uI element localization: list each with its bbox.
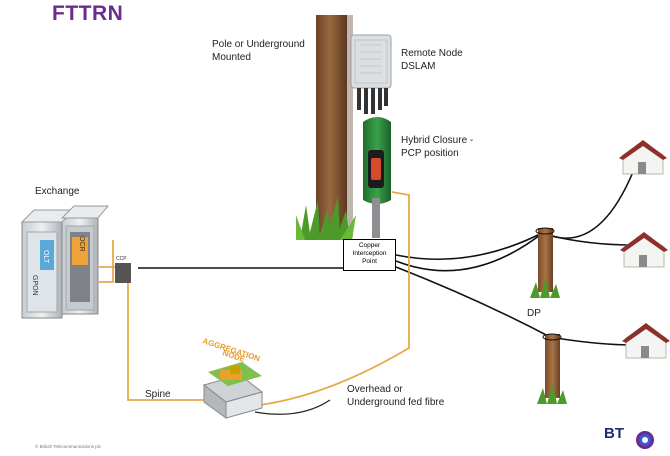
bt-brand-text: BT <box>604 425 624 442</box>
main-pole <box>316 15 353 237</box>
pole-mounted-label: Pole or Underground Mounted <box>212 39 305 63</box>
spine-label: Spine <box>145 389 171 400</box>
copper-interception-point: Copper Interception Point <box>343 239 396 271</box>
remote-node-dslam <box>350 34 392 114</box>
house-bottom <box>622 323 670 359</box>
fibre-lines <box>99 191 410 406</box>
house-top <box>619 140 667 175</box>
page-title: FTTRN <box>52 2 124 25</box>
bt-globe-logo <box>636 431 654 449</box>
exchange-label: Exchange <box>35 186 80 197</box>
exchange-cabinet <box>20 205 131 319</box>
remote-node-label: Remote Node DSLAM <box>401 48 463 72</box>
dp-pole-upper <box>530 227 560 298</box>
house-middle <box>620 232 668 268</box>
dp-pole-lower <box>537 333 567 404</box>
aggregation-node <box>202 362 264 419</box>
hybrid-closure-label: Hybrid Closure - PCP position <box>401 135 474 159</box>
dp-label: DP <box>527 308 541 319</box>
hybrid-closure <box>363 117 391 238</box>
copyright-text: © British Telecommunications plc <box>35 444 102 449</box>
gpon-label: GPON <box>31 275 38 296</box>
aggregation-feed-cable <box>254 399 331 415</box>
overhead-fibre-label: Overhead or Underground fed fibre <box>347 384 445 408</box>
ccp-label: CCP <box>116 256 127 262</box>
olt-label: OLT <box>42 250 49 264</box>
ocr-label: OCR <box>78 236 85 252</box>
copper-lines <box>138 171 635 346</box>
grass-main-pole <box>296 196 356 240</box>
